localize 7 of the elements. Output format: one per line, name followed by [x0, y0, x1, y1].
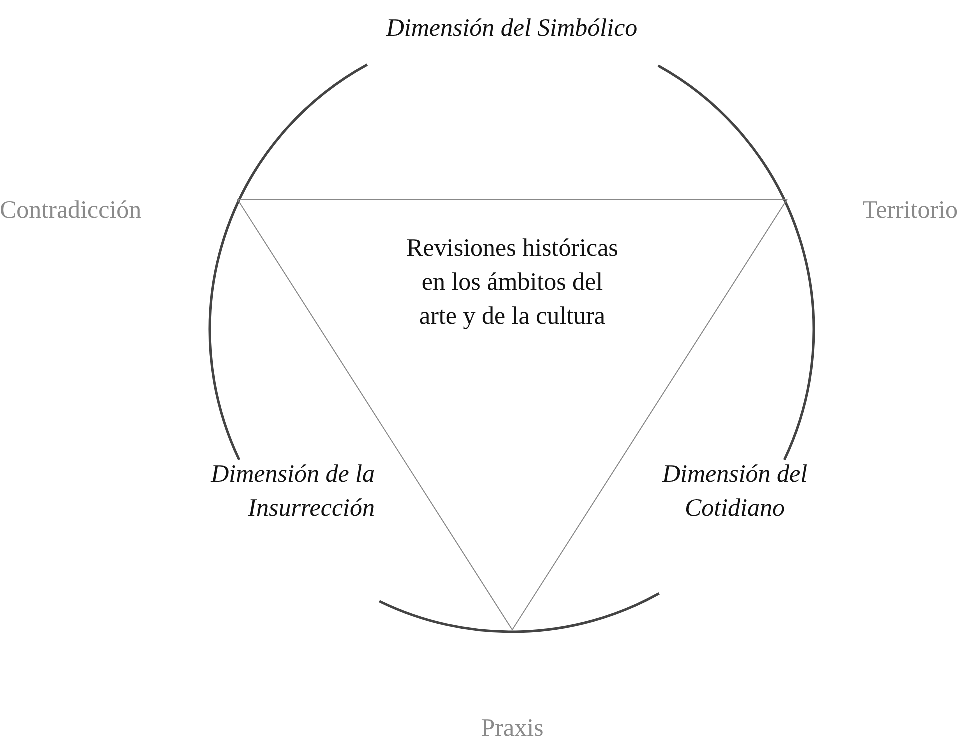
dimension-label: Dimensión del Cotidiano	[661, 460, 809, 524]
dimension-label: Dimensión de la Insurrección	[210, 460, 375, 524]
center-text: Revisiones históricas en los ámbitos del arte y de la cultura	[406, 234, 620, 332]
dimension-label: Dimensión del Simbólico	[385, 14, 639, 44]
pole-label: Contradicción	[0, 196, 143, 226]
pole-label: Praxis	[480, 714, 545, 744]
pole-label: Territorio	[862, 196, 958, 226]
